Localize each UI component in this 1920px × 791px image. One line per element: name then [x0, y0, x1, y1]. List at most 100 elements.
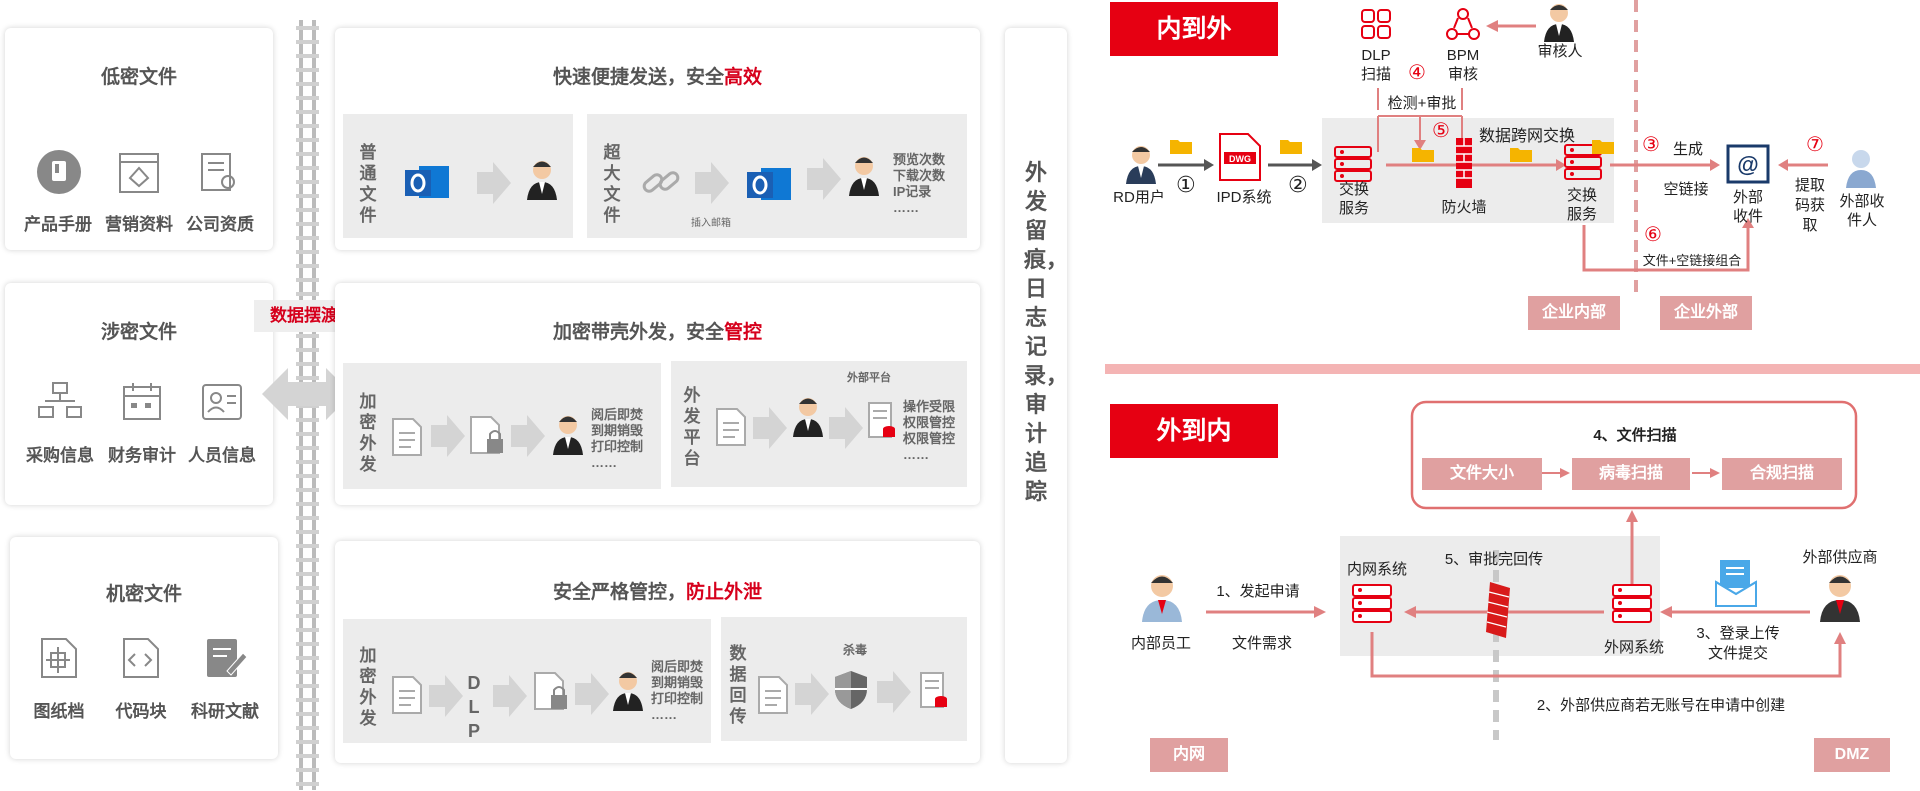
bpm-icon — [1446, 8, 1480, 40]
reviewer-label: 审核人 — [1537, 43, 1583, 60]
antivirus-label: 杀毒 — [843, 643, 868, 657]
box-label: 超大文件 — [603, 143, 621, 225]
track-tie — [296, 68, 319, 72]
svg-text:@: @ — [1737, 152, 1758, 177]
note-line: …… — [903, 447, 929, 462]
step-5: ⑤ — [1432, 120, 1450, 142]
category-item: 人员信息 — [188, 446, 256, 465]
track-tie — [296, 222, 319, 226]
track-tie — [296, 348, 319, 352]
track-tie — [296, 82, 319, 86]
category-item: 营销资料 — [105, 215, 173, 234]
arrow-icon — [431, 415, 465, 457]
arrow-icon — [511, 415, 545, 457]
need-label: 文件需求 — [1231, 635, 1292, 652]
track-tie — [296, 502, 319, 506]
track-tie — [296, 292, 319, 296]
track-tie — [296, 544, 319, 548]
ipd-file-icon: DWG — [1219, 133, 1261, 181]
arrow-icon — [429, 675, 463, 717]
track-tie — [296, 418, 319, 422]
note-line: …… — [591, 455, 617, 470]
track-tie — [296, 208, 319, 212]
firewall-icon — [1486, 582, 1510, 638]
category-item: 财务审计 — [108, 446, 176, 465]
box-normal-file: 普通文件 — [343, 114, 573, 238]
blueprint-icon — [41, 638, 77, 678]
track-tie — [296, 180, 319, 184]
category-card-confidential: 机密文件 图纸档 代码块 科研文献 — [10, 537, 278, 759]
firewall-label: 防火墙 — [1441, 199, 1487, 216]
track-tie — [296, 726, 319, 730]
arrow-icon — [695, 162, 729, 204]
track-tie — [296, 558, 319, 562]
folder-icon — [1592, 140, 1614, 154]
org-chart-icon — [38, 382, 82, 418]
note-line: …… — [651, 707, 677, 722]
track-tie — [296, 334, 319, 338]
arrow-icon — [795, 673, 829, 715]
person-icon — [613, 672, 643, 711]
staff-person-icon — [1142, 575, 1182, 622]
track-tie — [296, 96, 319, 100]
tag-outside-in: 外到内 — [1110, 404, 1278, 458]
panel-title-red: 防止外泄 — [686, 582, 763, 603]
step-6: ⑥ — [1644, 224, 1662, 246]
tag-dmz: DMZ — [1814, 738, 1890, 772]
track-tie — [296, 474, 319, 478]
scan-step-virus: 病毒扫描 — [1572, 458, 1690, 490]
track-tie — [296, 194, 319, 198]
note-line: 到期销毁 — [591, 423, 644, 438]
folder-icon — [1170, 140, 1192, 154]
code-file-icon — [123, 638, 159, 678]
certificate-icon — [201, 153, 235, 191]
dlp-icon — [1361, 9, 1391, 39]
locked-document-icon — [470, 416, 503, 454]
track-tie — [296, 40, 319, 44]
extranet-server-icon — [1612, 584, 1652, 623]
box-label: 普通文件 — [359, 143, 377, 225]
panel-fast-send: 快速便捷发送，安全高效 普通文件 超大文件 插入邮箱 预览次数 下载次数 IP记… — [335, 28, 980, 250]
track-tie — [296, 376, 319, 380]
audit-text: 外发留痕，日志记录，审计追踪 — [1024, 160, 1069, 504]
dwg-text: DWG — [1229, 154, 1251, 164]
dlp-label: DLP — [467, 673, 481, 741]
scan-title: 4、文件扫描 — [1593, 427, 1677, 444]
box-label: 加密外发 — [359, 392, 377, 474]
id-card-icon — [202, 384, 242, 420]
detect-label: 检测+审批 — [1387, 95, 1457, 112]
fetch-code-label: 提取码获取 — [1794, 177, 1825, 234]
tag-enterprise-inside: 企业内部 — [1528, 296, 1620, 330]
flow-lines-top — [1105, 0, 1920, 374]
intranet-system-label: 内网系统 — [1346, 561, 1407, 578]
arrow-icon — [807, 158, 841, 200]
track-tie — [296, 712, 319, 716]
box-label: 加密外发 — [359, 646, 377, 728]
category-title: 低密文件 — [100, 67, 177, 88]
track-tie — [296, 124, 319, 128]
scan-step-size: 文件大小 — [1422, 458, 1542, 490]
track-tie — [296, 264, 319, 268]
mail-at-icon: @ — [1726, 144, 1770, 184]
box-encrypted-dlp: 加密外发 DLP 阅后即焚 到期销毁 打印控制 …… — [343, 619, 711, 743]
panel-title: 快速便捷发送，安全高效 — [335, 62, 980, 89]
panel-strict-control: 安全严格管控，防止外泄 加密外发 DLP 阅后即焚 到期销毁 打印控制 …… 数… — [335, 541, 980, 763]
shield-icon — [835, 671, 867, 709]
tag-intranet: 内网 — [1150, 738, 1228, 772]
supplier-label: 外部供应商 — [1802, 549, 1878, 566]
note-line: 下载次数 — [893, 168, 946, 183]
empty-link-label: 空链接 — [1663, 181, 1709, 198]
tag-enterprise-outside: 企业外部 — [1660, 296, 1752, 330]
tag-inside-out: 内到外 — [1110, 2, 1278, 56]
box-data-return: 数据回传 杀毒 — [721, 617, 967, 741]
category-item: 产品手册 — [24, 215, 92, 234]
track-tie — [296, 138, 319, 142]
category-item: 科研文献 — [191, 702, 259, 721]
folder-icon — [1280, 140, 1302, 154]
outlook-icon — [405, 166, 449, 198]
track-tie — [296, 614, 319, 618]
box-encrypted-send: 加密外发 阅后即焚 到期销毁 打印控制 …… — [343, 363, 661, 489]
ferry-label: 数据摆渡 — [270, 306, 338, 325]
arrow-icon — [493, 675, 527, 717]
track-tie — [296, 152, 319, 156]
